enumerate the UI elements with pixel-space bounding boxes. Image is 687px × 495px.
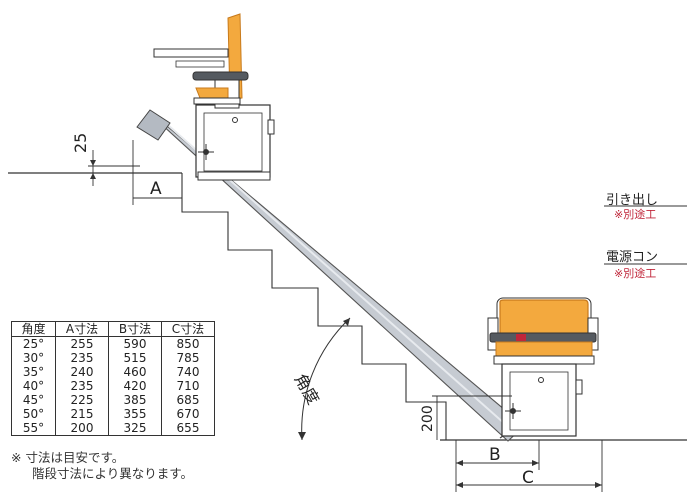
upper-carriage-side — [267, 119, 275, 135]
table-cell: 515 — [108, 351, 162, 365]
angle-arc — [301, 317, 351, 441]
table-cell: 200 — [55, 421, 109, 436]
table-cell: 785 — [161, 351, 215, 365]
table-cell: 235 — [55, 379, 109, 393]
table-cell: 225 — [55, 393, 109, 407]
table-header-cell: 角度 — [11, 321, 56, 337]
angle-label: 角度 — [291, 371, 323, 408]
table-header-row: 角度 A寸法 B寸法 C寸法 — [11, 321, 215, 337]
table-cell: 35° — [11, 365, 56, 379]
table-row: 35° 240 460 740 — [11, 365, 215, 379]
lower-seat-base — [493, 355, 595, 365]
table-row: 30° 235 515 785 — [11, 351, 215, 365]
upper-belt — [192, 71, 249, 81]
table-cell: 255 — [55, 336, 109, 351]
table-cell: 30° — [11, 351, 56, 365]
dim-b-label: B — [489, 445, 501, 465]
dim-c-arrow-left — [456, 482, 463, 488]
upper-carriage-base — [197, 171, 271, 181]
table-cell: 710 — [161, 379, 215, 393]
upper-center-mark — [198, 144, 214, 160]
lower-belt-buckle — [516, 334, 526, 341]
table-cell: 655 — [161, 421, 215, 436]
table-row: 50° 215 355 670 — [11, 407, 215, 421]
table-cell: 685 — [161, 393, 215, 407]
upper-seat-pad — [195, 87, 229, 99]
table-cell: 25° — [11, 336, 56, 351]
dim-25-arrow2 — [90, 173, 96, 179]
table-header-cell: B寸法 — [108, 321, 162, 337]
outlet-label: 電源コン — [606, 250, 659, 265]
table-row: 55° 200 325 655 — [11, 421, 215, 436]
staircase — [181, 173, 447, 440]
note-line-2: 階段寸法により異なります。 — [32, 466, 194, 481]
lower-carriage-inner — [509, 371, 569, 431]
table-cell: 55° — [11, 421, 56, 436]
table-cell: 45° — [11, 393, 56, 407]
lower-belt — [489, 332, 597, 343]
table-header-cell: C寸法 — [161, 321, 215, 337]
table-cell: 590 — [108, 336, 162, 351]
dim-25-arrow — [90, 160, 96, 166]
table-cell: 215 — [55, 407, 109, 421]
table-row: 25° 255 590 850 — [11, 336, 215, 351]
pullout-note: ※別途工 — [614, 208, 657, 221]
angle-arrow-bottom — [298, 432, 306, 440]
table-header-cell: A寸法 — [55, 321, 109, 337]
table-row: 40° 235 420 710 — [11, 379, 215, 393]
upper-carriage — [195, 104, 271, 178]
upper-armrest — [153, 48, 229, 58]
table-cell: 240 — [55, 365, 109, 379]
upper-carriage-bolt — [232, 117, 238, 123]
table-cell: 325 — [108, 421, 162, 436]
lower-carriage-bolt — [538, 377, 544, 383]
table-cell: 385 — [108, 393, 162, 407]
rail-end-cap — [136, 109, 171, 141]
outlet-note: ※別途工 — [614, 267, 657, 280]
table-cell: 460 — [108, 365, 162, 379]
table-cell: 420 — [108, 379, 162, 393]
upper-armrest-pad — [175, 60, 225, 68]
dim-b-arrow-left — [456, 460, 463, 466]
lower-seat-back — [499, 299, 589, 337]
lower-carriage — [501, 363, 577, 437]
table-cell: 40° — [11, 379, 56, 393]
table-cell: 740 — [161, 365, 215, 379]
note-line-1: ※ 寸法は目安です。 — [11, 450, 125, 465]
table-row: 45° 225 385 685 — [11, 393, 215, 407]
table-cell: 355 — [108, 407, 162, 421]
table-cell: 850 — [161, 336, 215, 351]
table-cell: 235 — [55, 351, 109, 365]
upper-footrest — [193, 97, 241, 105]
dim-b-arrow-right — [532, 460, 539, 466]
dim-c-label: C — [522, 468, 534, 488]
dim-a-label: A — [150, 179, 162, 199]
table-cell: 670 — [161, 407, 215, 421]
upper-carriage-inner — [203, 112, 263, 172]
angle-arrow-top — [343, 318, 350, 326]
dim-25-label: 25 — [71, 133, 90, 153]
pullout-label: 引き出し — [606, 193, 659, 208]
lower-seat — [495, 341, 593, 357]
table-cell: 50° — [11, 407, 56, 421]
lower-center-mark — [505, 403, 521, 419]
lower-carriage-side — [575, 379, 583, 395]
dim-c-arrow-right — [595, 482, 602, 488]
dimension-table: 角度 A寸法 B寸法 C寸法 25° 255 590 850 30° 235 5… — [11, 321, 215, 436]
dim-200-label: 200 — [420, 405, 436, 432]
